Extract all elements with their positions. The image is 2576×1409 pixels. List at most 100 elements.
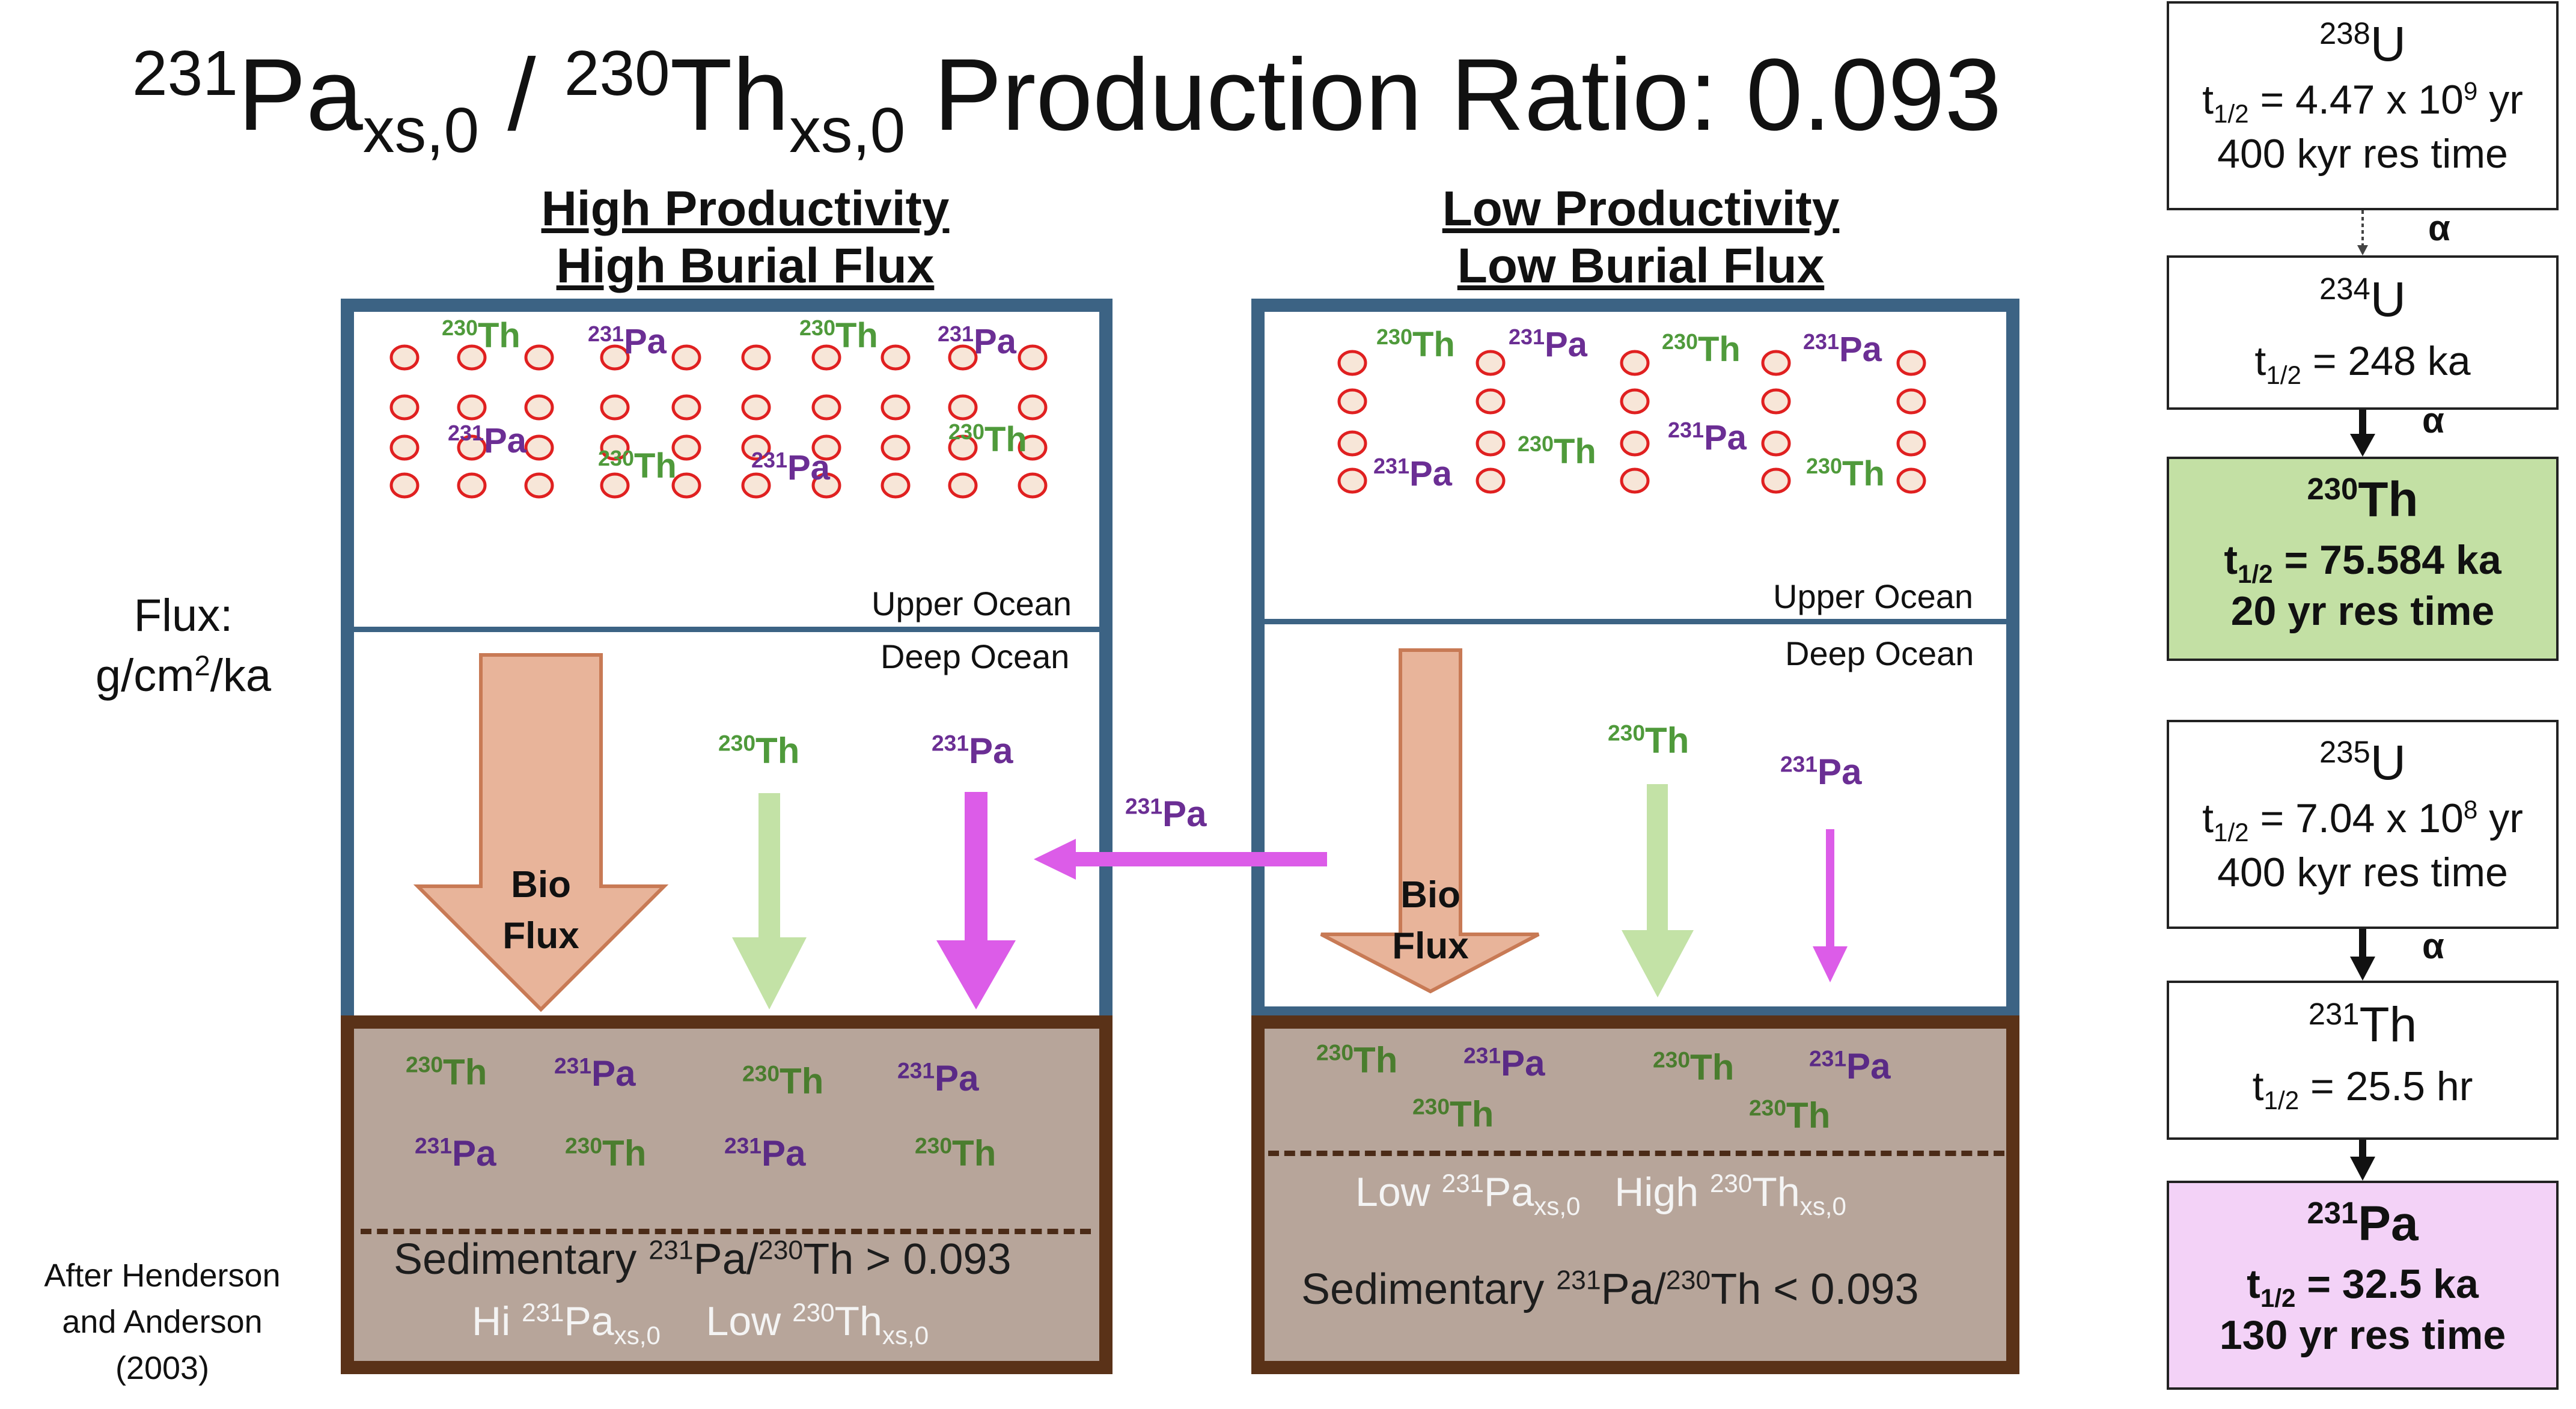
right-upper-th-label: 230Th (1376, 324, 1455, 364)
particle (1476, 388, 1506, 415)
th231-to-pa231-arrowhead (2350, 1157, 2375, 1181)
particle (671, 344, 701, 371)
left-deep-pa-label: 231Pa (932, 730, 1013, 771)
particle (811, 472, 841, 499)
right-sediment-dashed-line (1268, 1151, 2004, 1156)
u238-to-u234-arrowhead (2357, 245, 2368, 255)
particle (811, 344, 841, 371)
particle (741, 434, 771, 461)
u234-to-th230-arrowhead (2350, 434, 2375, 457)
left-th-flux-arrow (732, 793, 807, 1009)
particle (948, 472, 978, 499)
left-sed-th-label: 230Th (565, 1133, 647, 1173)
right-sed-th-label: 230Th (1749, 1095, 1831, 1136)
alpha-label: α (2422, 926, 2444, 966)
particle (1476, 467, 1506, 494)
alpha-label: α (2422, 400, 2444, 440)
particle (1337, 467, 1367, 494)
particle (881, 344, 911, 371)
particle (1018, 434, 1048, 461)
left-sediment-dashed-line (361, 1229, 1091, 1234)
particle (1896, 430, 1926, 457)
u235-box: 235U t1/2 = 7.04 x 108 yr 400 kyr res ti… (2167, 720, 2559, 929)
left-sed-pa-label: 231Pa (415, 1133, 496, 1173)
alpha-label: α (2428, 208, 2450, 248)
particle (1476, 430, 1506, 457)
left-sed-th-label: 230Th (406, 1051, 487, 1092)
left-bio-flux-arrow (413, 653, 669, 1012)
particle (1620, 430, 1650, 457)
left-upper-th-label: 230Th (598, 446, 677, 485)
right-upper-pa-label: 231Pa (1803, 329, 1882, 369)
left-upper-th-label: 230Th (442, 315, 520, 355)
particle (524, 434, 554, 461)
particle (1018, 344, 1048, 371)
right-deep-ocean-label: Deep Ocean (1785, 635, 1974, 672)
particle (600, 434, 630, 461)
right-sediment-excess-text: Low 231Paxs,0 High 230Thxs,0 (1355, 1169, 1846, 1220)
right-sed-th-label: 230Th (1653, 1047, 1735, 1088)
particle (1620, 350, 1650, 376)
right-sed-pa-label: 231Pa (1463, 1042, 1545, 1083)
particle (1476, 350, 1506, 376)
particle (1620, 467, 1650, 494)
left-sed-th-label: 230Th (915, 1133, 997, 1173)
right-upper-th-label: 230Th (1518, 431, 1596, 471)
left-sed-pa-label: 231Pa (897, 1058, 979, 1098)
particle (811, 394, 841, 421)
particle (881, 434, 911, 461)
right-deep-th-label: 230Th (1608, 720, 1689, 761)
particle (457, 434, 487, 461)
particle (1018, 394, 1048, 421)
particle (457, 344, 487, 371)
particle (741, 472, 771, 499)
left-upper-pa-label: 231Pa (588, 321, 667, 361)
right-upper-pa-label: 231Pa (1509, 324, 1587, 364)
particle (1896, 350, 1926, 376)
u238-box: 238U t1/2 = 4.47 x 109 yr 400 kyr res ti… (2167, 1, 2559, 210)
particle (389, 434, 420, 461)
u234-to-th230-arrow (2359, 410, 2366, 437)
th230-box: 230Th t1/2 = 75.584 ka 20 yr res time (2167, 457, 2559, 661)
particle (1761, 467, 1791, 494)
particle (389, 344, 420, 371)
particle (881, 394, 911, 421)
particle (1620, 388, 1650, 415)
particle (524, 344, 554, 371)
left-sediment-ratio-text: Sedimentary 231Pa/230Th > 0.093 (394, 1235, 1012, 1283)
particle (524, 472, 554, 499)
right-ocean-panel (1251, 299, 2019, 1020)
particle (1761, 350, 1791, 376)
flux-units-label: Flux: g/cm2/ka (95, 590, 272, 701)
left-sediment-box (341, 1015, 1113, 1374)
th231-to-pa231-arrow (2359, 1140, 2366, 1159)
right-sed-th-label: 230Th (1412, 1094, 1494, 1134)
right-sediment-box (1251, 1015, 2019, 1374)
particle (948, 394, 978, 421)
right-upper-ocean-label: Upper Ocean (1773, 577, 1974, 615)
particle (948, 344, 978, 371)
right-deep-pa-label: 231Pa (1780, 751, 1862, 792)
left-sediment-excess-text: Hi 231Paxs,0 Low 230Thxs,0 (472, 1298, 929, 1350)
particle (389, 472, 420, 499)
pa231-box: 231Pa t1/2 = 32.5 ka 130 yr res time (2167, 1181, 2559, 1390)
right-th-flux-arrow (1622, 784, 1694, 997)
particle (600, 344, 630, 371)
right-sed-th-label: 230Th (1316, 1039, 1398, 1080)
particle (671, 472, 701, 499)
particle (457, 394, 487, 421)
left-upper-pa-label: 231Pa (751, 448, 830, 487)
particle (457, 472, 487, 499)
particle (389, 394, 420, 421)
particle (1761, 430, 1791, 457)
right-bio-flux-arrow (1320, 648, 1540, 994)
right-upper-pa-label: 231Pa (1373, 454, 1452, 493)
particle (1896, 467, 1926, 494)
left-sed-th-label: 230Th (742, 1061, 824, 1101)
particle (881, 472, 911, 499)
